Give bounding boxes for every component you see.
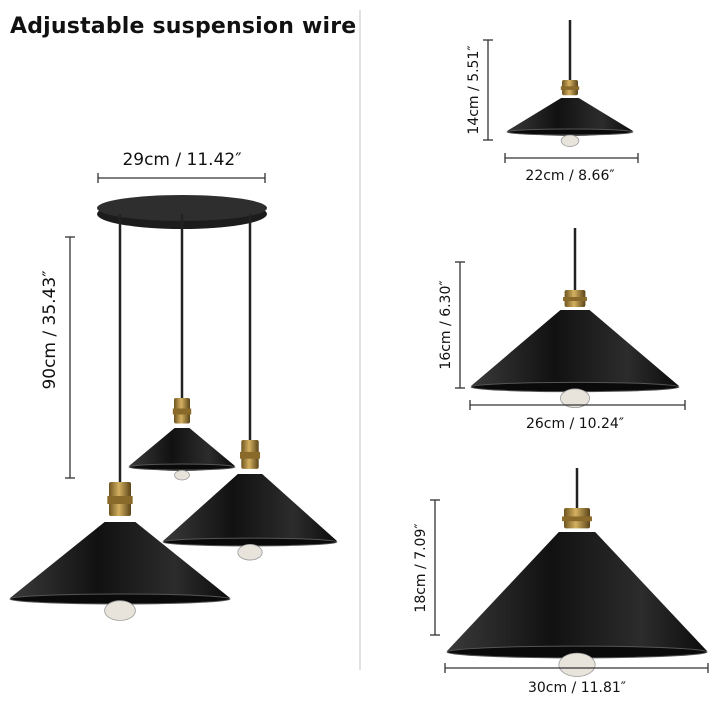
pendant-lamp-middle <box>128 214 236 481</box>
light-bulb <box>237 543 263 561</box>
shade-2-width-label: 26cm / 10.24″ <box>526 416 624 432</box>
light-bulb <box>174 470 190 481</box>
pendant-lamp-right <box>162 214 338 561</box>
suspension-length-dimension <box>65 236 75 479</box>
socket-ring <box>172 408 192 415</box>
shade-rim <box>506 128 634 136</box>
light-bulb <box>558 652 596 677</box>
shade-1-height-dimension <box>483 39 493 141</box>
lamp-shade <box>10 522 230 603</box>
pendant-lamp-left <box>9 214 231 621</box>
shade-2-height-label: 16cm / 6.30″ <box>438 280 454 369</box>
lamp-shade <box>163 474 337 546</box>
page-title: Adjustable suspension wire <box>10 14 357 39</box>
shade-1-lamp <box>506 20 634 147</box>
socket-ring <box>560 86 580 90</box>
shade-2-width-dimension <box>469 400 686 410</box>
shade-1-width-label: 22cm / 8.66″ <box>525 168 614 184</box>
lamp-shade <box>471 310 679 391</box>
suspension-length-label: 90cm / 35.43″ <box>40 270 60 389</box>
socket-ring <box>562 516 592 522</box>
shade-3-width-label: 30cm / 11.81″ <box>528 680 626 696</box>
light-bulb <box>104 600 136 621</box>
shade-3-lamp <box>446 468 708 677</box>
canopy-width-dimension <box>97 173 266 183</box>
lamp-shade <box>507 98 633 136</box>
shade-3-height-label: 18cm / 7.09″ <box>413 523 429 612</box>
shade-3-width-dimension <box>444 663 709 673</box>
lamp-shade <box>129 428 235 471</box>
socket-ring <box>239 451 261 459</box>
light-bulb <box>560 134 580 147</box>
light-bulb <box>560 388 590 409</box>
socket-ring <box>107 496 133 504</box>
shade-rim <box>128 463 236 471</box>
shade-2-height-dimension <box>455 261 465 389</box>
shade-2-lamp <box>470 228 680 409</box>
socket-ring <box>563 297 587 301</box>
canopy-width-label: 29cm / 11.42″ <box>122 150 241 170</box>
lamp-shade <box>447 532 707 656</box>
canopy-top <box>97 195 267 221</box>
shade-3-height-dimension <box>430 499 440 636</box>
shade-1-width-dimension <box>504 153 639 163</box>
shade-1-height-label: 14cm / 5.51″ <box>466 45 482 134</box>
